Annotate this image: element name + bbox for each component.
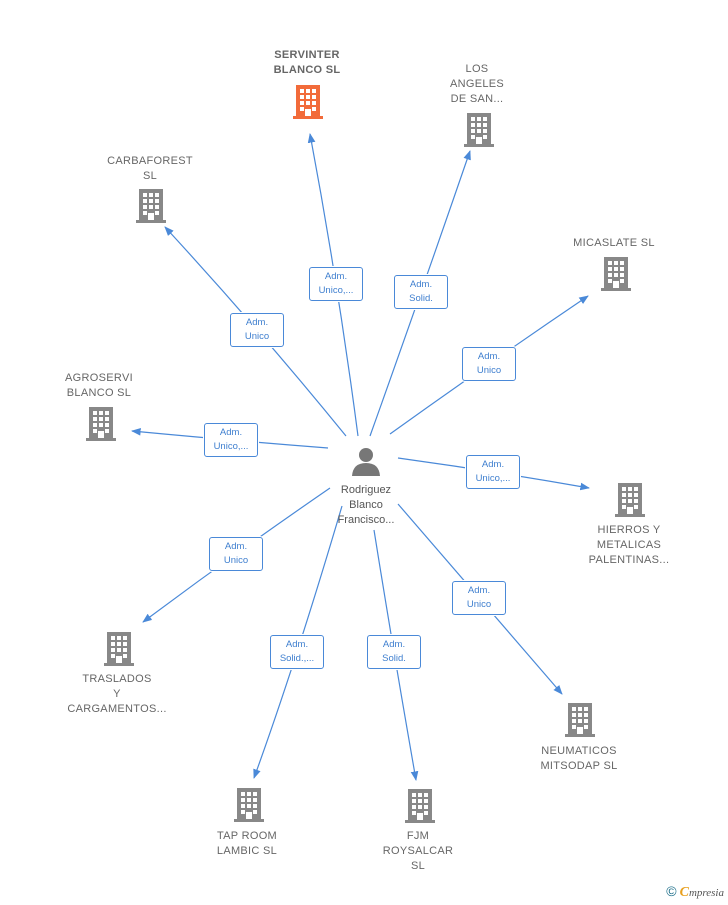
company-name-servinter[interactable]: SERVINTER BLANCO SL [273, 49, 341, 76]
building-icon-carbaforest[interactable] [136, 189, 166, 223]
building-icon-micaslate[interactable] [601, 257, 631, 291]
role-badge-los-angeles: Adm. Solid. [394, 275, 448, 309]
copyright-icon: © [666, 883, 677, 899]
company-name-tap-room[interactable]: TAP ROOM LAMBIC SL [216, 830, 278, 857]
role-badge-hierros: Adm. Unico,... [466, 455, 520, 489]
role-badge-servinter: Adm. Unico,... [309, 267, 363, 301]
building-icon-traslados[interactable] [104, 632, 134, 666]
company-name-carbaforest[interactable]: CARBAFOREST SL [107, 155, 193, 182]
building-icon-los-angeles[interactable] [464, 113, 494, 147]
building-icon-hierros[interactable] [615, 483, 645, 517]
brand-name: mpresia [688, 887, 724, 899]
brand-initial: C [679, 885, 689, 900]
company-name-neumaticos[interactable]: NEUMATICOS MITSODAP SL [540, 745, 618, 772]
building-icon-tap-room[interactable] [234, 788, 264, 822]
building-icon-neumaticos[interactable] [565, 703, 595, 737]
role-badge-agroservi: Adm. Unico,... [204, 423, 258, 457]
role-badge-traslados: Adm. Unico [209, 537, 263, 571]
building-icon-agroservi[interactable] [86, 407, 116, 441]
role-badge-micaslate: Adm. Unico [462, 347, 516, 381]
building-icon-fjm[interactable] [405, 789, 435, 823]
brand-footer: ©Cmpresia [666, 883, 724, 901]
company-name-hierros[interactable]: HIERROS Y METALICAS PALENTINAS... [588, 524, 670, 566]
building-icon-servinter[interactable] [293, 85, 323, 119]
company-name-traslados[interactable]: TRASLADOS Y CARGAMENTOS... [67, 673, 167, 715]
role-badge-tap-room: Adm. Solid.,... [270, 635, 324, 669]
company-name-los-angeles[interactable]: LOS ANGELES DE SAN... [449, 63, 505, 105]
role-badge-neumaticos: Adm. Unico [452, 581, 506, 615]
role-badge-carbaforest: Adm. Unico [230, 313, 284, 347]
company-name-micaslate[interactable]: MICASLATE SL [573, 237, 655, 249]
person-name[interactable]: Rodriguez Blanco Francisco... [337, 484, 395, 526]
role-badge-fjm: Adm. Solid. [367, 635, 421, 669]
company-name-fjm[interactable]: FJM ROYSALCAR SL [382, 830, 454, 872]
company-name-agroservi[interactable]: AGROSERVI BLANCO SL [65, 372, 133, 399]
person-icon[interactable] [352, 448, 380, 476]
